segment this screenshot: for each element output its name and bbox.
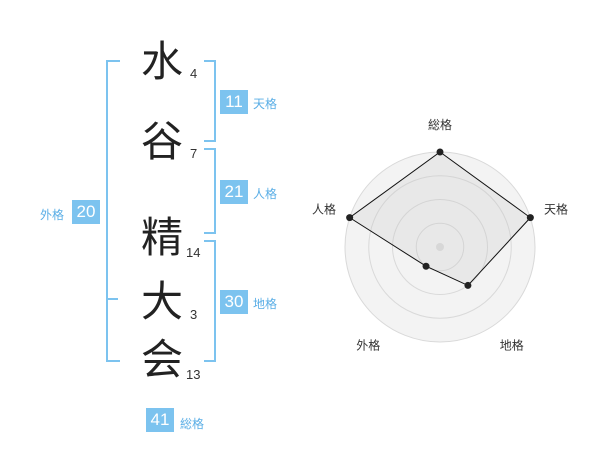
radar-ring-1 — [415, 222, 465, 272]
radar-point-2 — [526, 214, 534, 222]
soukaku-value-badge: 41 — [146, 408, 174, 432]
name-char-5: 会 — [140, 335, 183, 384]
radar-axis-label-1: 総格 — [428, 117, 452, 132]
radar-axis-label-4: 外格 — [356, 338, 380, 353]
radar-point-4 — [422, 262, 430, 270]
name-char-3: 精 — [140, 213, 183, 262]
stroke-count-3: 14 — [186, 245, 201, 260]
name-char-4: 大 — [140, 277, 183, 326]
gaikaku-label: 外格 — [40, 208, 65, 222]
radar-point-3 — [464, 281, 472, 289]
chikaku-label: 地格 — [253, 297, 278, 311]
stroke-count-2: 7 — [190, 146, 198, 161]
stroke-count-5: 13 — [186, 367, 201, 382]
name-char-2: 谷 — [140, 117, 183, 166]
outer-bracket-mid-tick — [106, 298, 118, 300]
radar-axis-label-5: 人格 — [312, 201, 336, 216]
radar-point-5 — [346, 214, 354, 222]
chikaku-bracket — [204, 240, 216, 362]
tenkaku-label: 天格 — [253, 97, 278, 111]
radar-point-1 — [436, 148, 444, 156]
jinkaku-bracket — [204, 148, 216, 234]
tenkaku-bracket — [204, 60, 216, 142]
jinkaku-value-badge: 21 — [220, 180, 248, 204]
stroke-count-1: 4 — [190, 66, 198, 81]
radar-axis-label-2: 天格 — [544, 201, 568, 216]
outer-bracket — [106, 60, 120, 362]
radar-polygon — [348, 151, 532, 287]
gaikaku-value-badge: 20 — [72, 200, 100, 224]
name-char-1: 水 — [140, 37, 183, 86]
radar-center-dot — [436, 243, 444, 251]
tenkaku-value-badge: 11 — [220, 90, 248, 114]
radar-ring-2 — [392, 199, 488, 295]
radar-ring-3 — [368, 175, 512, 319]
chikaku-value-badge: 30 — [220, 290, 248, 314]
radar-axis-label-3: 地格 — [500, 338, 524, 353]
jinkaku-label: 人格 — [253, 187, 278, 201]
soukaku-label: 総格 — [180, 417, 205, 431]
stroke-count-4: 3 — [190, 307, 198, 322]
